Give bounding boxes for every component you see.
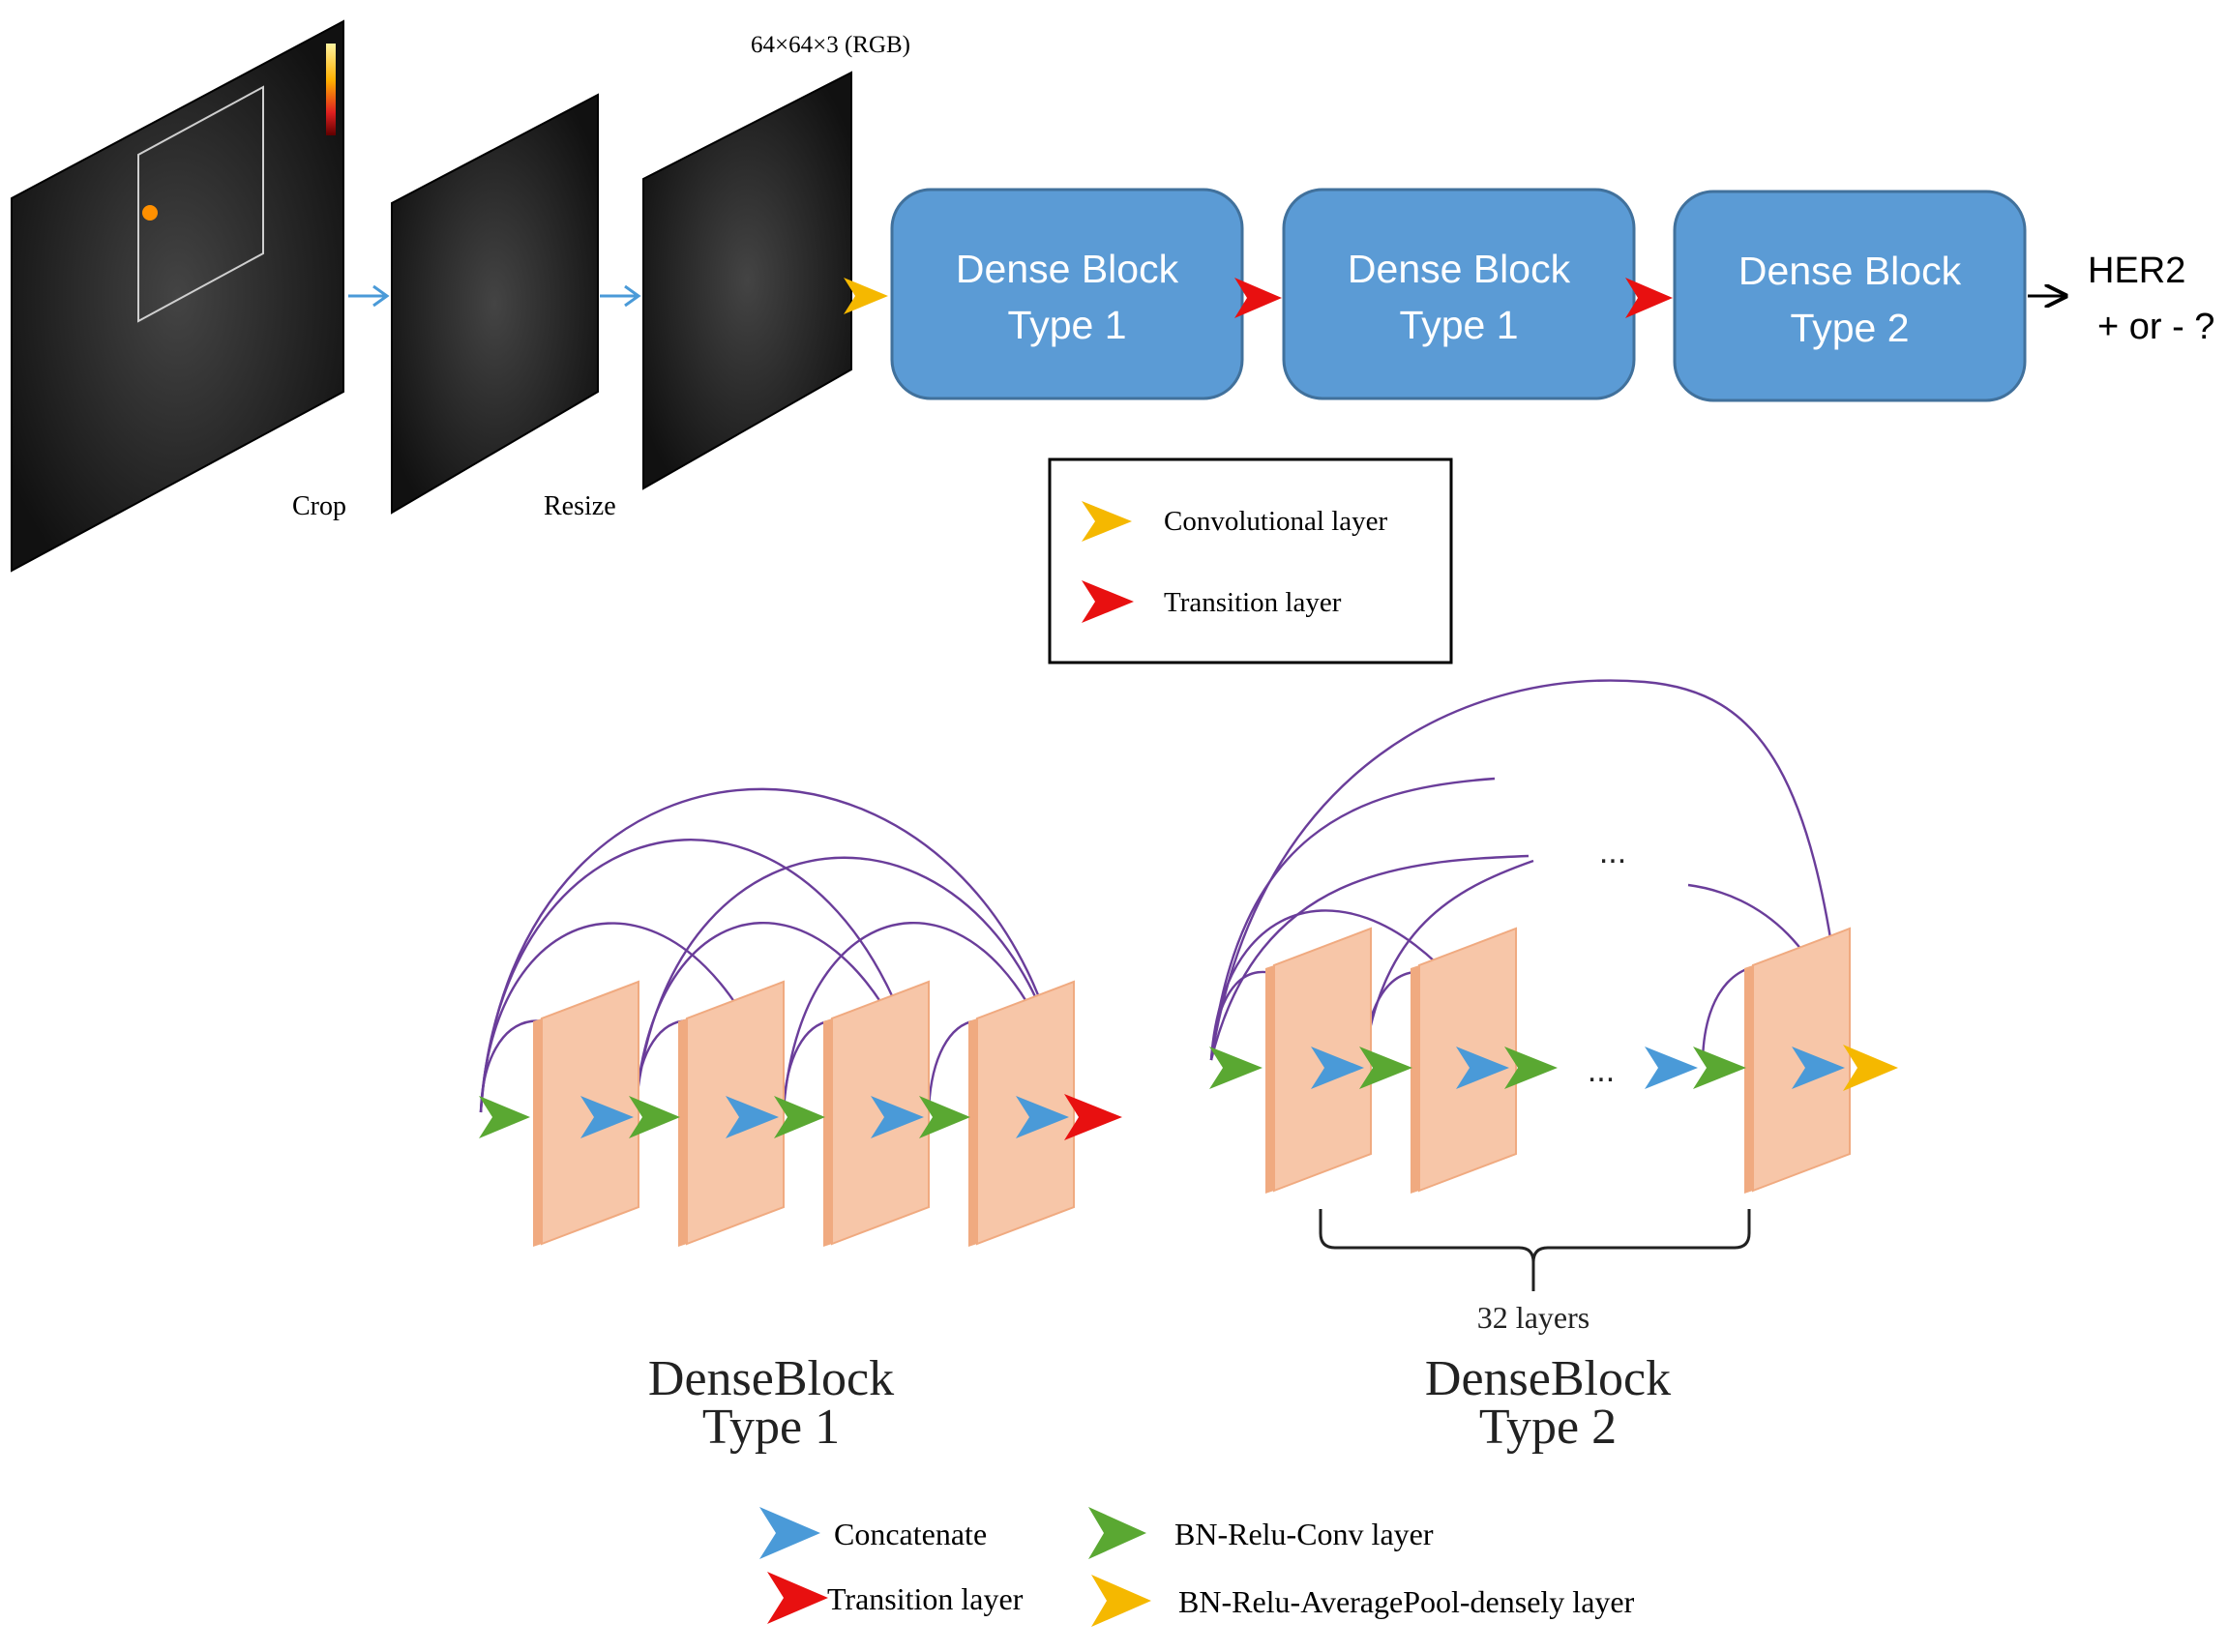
bottom-legend: Concatenate BN-Relu-Conv layer Transitio…: [759, 1507, 1635, 1627]
ultrasound-original-image: [11, 19, 344, 573]
type2-conv-icon-2: [1504, 1047, 1558, 1089]
dense-block-1: Dense Block Type 1: [890, 188, 1244, 400]
type2-concat-icon-3: [1645, 1047, 1698, 1089]
dims-label: 64×64×3 (RGB): [751, 32, 910, 58]
type1-conv-icon-0: [479, 1096, 530, 1138]
type2-conv-icon-0: [1209, 1047, 1263, 1089]
dense-block-1-type: Type 1: [1007, 303, 1126, 347]
type2-layer-count: 32 layers: [1477, 1300, 1589, 1335]
type1-concat-icon-4: [1016, 1096, 1069, 1138]
denseblock-type2-diagram: [1209, 679, 1898, 1291]
resize-arrow-icon: [600, 284, 641, 308]
dense-block-3-title: Dense Block: [1738, 249, 1962, 293]
type1-concat-icon-3: [871, 1096, 924, 1138]
dense-block-3: Dense Block Type 2: [1673, 190, 2027, 402]
legend-convolutional-label: Convolutional layer: [1164, 506, 1387, 537]
output-result: + or - ?: [2097, 307, 2214, 347]
type1-layer-plate-1: [533, 980, 639, 1247]
type2-concat-icon-4: [1792, 1047, 1845, 1089]
bn-relu-conv-icon: [1088, 1507, 1146, 1559]
type1-layer-plate-2: [678, 980, 785, 1247]
concatenate-icon: [759, 1507, 820, 1559]
top-legend: Convolutional layer Transition layer: [1048, 457, 1453, 664]
convolutional-layer-icon: [1082, 501, 1132, 542]
type2-concat-icon-2: [1456, 1047, 1509, 1089]
transition-arrow-icon-2: [1625, 278, 1673, 318]
type1-concat-icon-2: [726, 1096, 779, 1138]
type2-avgpool-icon: [1843, 1045, 1898, 1091]
output-label: HER2: [2088, 251, 2185, 291]
type2-title: DenseBlock: [1425, 1351, 1671, 1406]
type2-layer-plate-last: [1744, 927, 1851, 1194]
transition-layer-icon: [1082, 580, 1134, 623]
input-conv-arrow-icon: [844, 278, 888, 314]
legend-transition-label: Transition layer: [1164, 587, 1342, 618]
ultrasound-resized-image: [642, 71, 852, 490]
type1-conv-icon-3: [919, 1096, 970, 1138]
ultrasound-cropped-image: [391, 93, 599, 515]
type2-layers-brace: [1319, 1209, 1751, 1291]
type2-ellipsis-top: ...: [1599, 834, 1626, 870]
type1-layer-plate-3: [823, 980, 930, 1247]
crop-arrow-icon: [348, 284, 390, 308]
dense-block-2-title: Dense Block: [1348, 247, 1571, 291]
dense-block-2: Dense Block Type 1: [1282, 188, 1636, 400]
type1-title: DenseBlock: [648, 1351, 894, 1406]
type2-subtitle: Type 2: [1479, 1400, 1617, 1455]
type1-concat-icon-1: [580, 1096, 634, 1138]
type2-concat-icon-1: [1311, 1047, 1364, 1089]
dense-block-1-title: Dense Block: [956, 247, 1179, 291]
type1-transition-icon: [1064, 1094, 1122, 1140]
type2-layer-plate-1: [1265, 927, 1372, 1194]
dense-block-2-type: Type 1: [1399, 303, 1518, 347]
type2-conv-icon-1: [1359, 1047, 1412, 1089]
crop-label: Crop: [292, 491, 346, 521]
legend-transition-icon: [767, 1572, 828, 1624]
legend-concatenate-label: Concatenate: [834, 1517, 987, 1551]
type1-conv-icon-2: [774, 1096, 825, 1138]
bn-relu-averagepool-icon: [1091, 1575, 1151, 1627]
denseblock-type1-diagram: [479, 787, 1122, 1247]
type1-subtitle: Type 1: [702, 1400, 840, 1455]
legend-bn-relu-conv-label: BN-Relu-Conv layer: [1174, 1517, 1434, 1551]
type2-conv-icon-3: [1693, 1047, 1746, 1089]
legend-averagepool-label: BN-Relu-AveragePool-densely layer: [1178, 1584, 1635, 1619]
type1-conv-icon-1: [629, 1096, 680, 1138]
type2-ellipsis-mid: ...: [1588, 1052, 1615, 1089]
transition-arrow-icon-1: [1234, 278, 1282, 318]
resize-label: Resize: [544, 491, 616, 521]
type1-layer-plate-4: [968, 980, 1075, 1247]
dense-block-3-type: Type 2: [1790, 306, 1909, 350]
type2-layer-plate-2: [1411, 927, 1517, 1194]
legend-bottom-transition-label: Transition layer: [827, 1581, 1024, 1616]
